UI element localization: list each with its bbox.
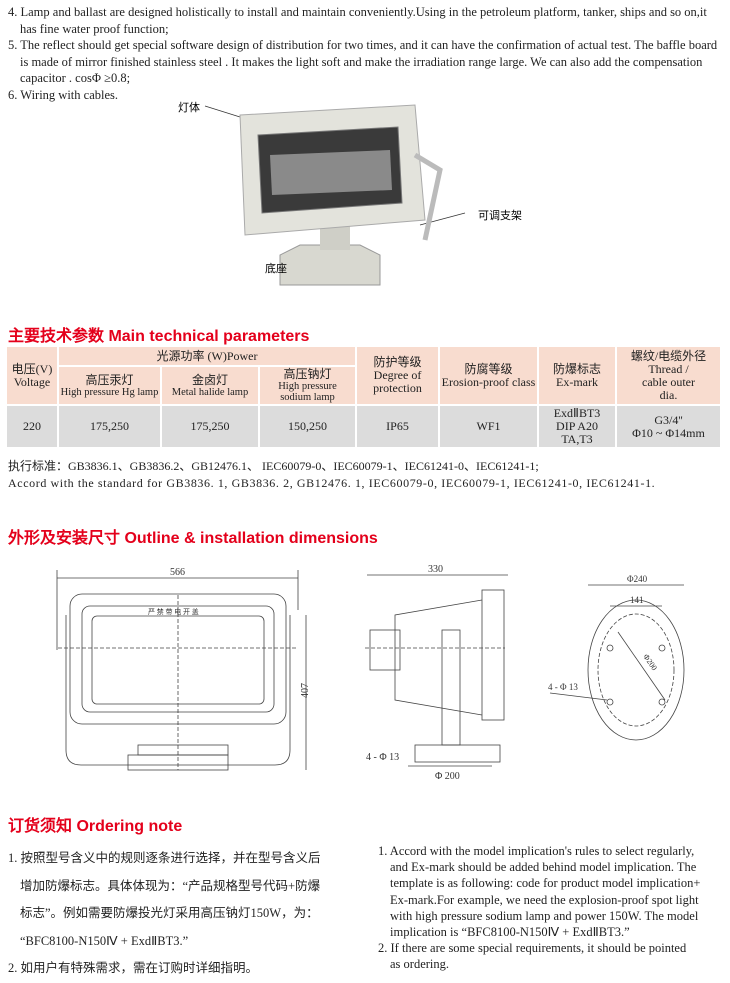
- ordering-en: 1. Accord with the model implication's r…: [378, 843, 700, 973]
- ordering-cn-line: 增加防爆标志。具体体现为：“产品规格型号代码+防爆: [20, 878, 321, 893]
- photo-label-body: 灯体: [178, 100, 200, 114]
- ordering-en-line: 1. Accord with the model implication's r…: [378, 844, 695, 858]
- th-eros-en: Erosion-proof class: [441, 374, 536, 389]
- th-power: 光源功率 (W)Power: [57, 345, 357, 367]
- th-thread-cn: 螺纹/电缆外径: [630, 348, 707, 363]
- side-view: 330 4 - Φ 13 Φ 200: [365, 564, 508, 782]
- params-heading: 主要技术参数 Main technical parameters: [8, 328, 310, 345]
- th-ex-cn: 防爆标志: [552, 361, 601, 376]
- ordering-cn-line: “BFC8100-N150Ⅳ + ExdⅡBT3.”: [20, 933, 189, 948]
- product-photo: 灯体 可调支架 底座: [178, 100, 522, 286]
- feature-list: 4. Lamp and ballast are designed holisti…: [8, 4, 723, 103]
- cover-text: 严 禁 带 电 开 盖: [148, 607, 199, 616]
- cell-thread-2: Φ10 ~ Φ14mm: [632, 425, 705, 440]
- th-mh-en: Metal halide lamp: [171, 386, 249, 398]
- th-prot-cn: 防护等级: [373, 355, 422, 369]
- dim-depth: 330: [428, 564, 443, 575]
- dim-hole-side: 4 - Φ 13: [366, 752, 399, 763]
- dim-height: 407: [300, 683, 311, 698]
- front-view: 566 严 禁 带 电 开 盖 407: [56, 567, 311, 771]
- ordering-cn: 1. 按照型号含义中的规则逐条进行选择，并在型号含义后 增加防爆标志。具体体现为…: [8, 845, 321, 983]
- dim-base-dia: Φ 200: [435, 771, 460, 782]
- cell-na: 150,250: [258, 404, 357, 449]
- th-hg-cn: 高压汞灯: [85, 372, 134, 387]
- th-prot-en: Degree of protection: [373, 368, 422, 395]
- cell-voltage: 220: [5, 404, 59, 449]
- base-plan-view: Φ240 141 Φ200 4 - Φ 13: [548, 574, 685, 741]
- dim-pcd-outer: Φ240: [627, 574, 648, 584]
- outline-drawings: 566 严 禁 带 电 开 盖 407 330 4 - Φ 13 Φ 200 Φ…: [56, 564, 685, 782]
- dim-hole-plan: 4 - Φ 13: [548, 682, 578, 692]
- cell-eros: WF1: [438, 404, 539, 449]
- ordering-cn-line: 2. 如用户有特殊需求，需在订购时详细指明。: [8, 961, 259, 975]
- photo-label-base: 底座: [265, 261, 287, 275]
- ordering-en-line: as ordering.: [390, 957, 450, 972]
- th-mh-cn: 金卤灯: [191, 372, 228, 387]
- ordering-en-line: 2. If there are some special requirement…: [378, 941, 687, 956]
- cell-ex-2: DIP A20 TA,T3: [556, 419, 598, 446]
- outline-heading: 外形及安装尺寸 Outline & installation dimension…: [8, 530, 378, 547]
- ordering-cn-line: 标志”。例如需要防爆投光灯采用高压钠灯150W，为：: [20, 906, 319, 920]
- ordering-en-line: with high pressure sodium lamp and power…: [390, 908, 699, 923]
- ordering-en-line: template is as following: code for produ…: [390, 876, 701, 891]
- table-row: 220 175,250 175,250 150,250 IP65 WF1 Exd…: [5, 404, 722, 449]
- feature-4: 4. Lamp and ballast are designed holisti…: [8, 5, 707, 36]
- ordering-en-line: and Ex-mark should be added behind model…: [390, 860, 697, 875]
- feature-6: 6. Wiring with cables.: [8, 87, 119, 102]
- cell-ex-1: ExdⅡBT3: [553, 406, 601, 420]
- th-thread-en: Thread / cable outer dia.: [642, 361, 695, 402]
- dim-141: 141: [630, 595, 644, 605]
- cell-mh: 175,250: [160, 404, 260, 449]
- standard-cn: 执行标准：GB3836.1、GB3836.2、GB12476.1、 IEC600…: [8, 459, 539, 473]
- ordering-en-line: implication is “BFC8100-N150Ⅳ + ExdⅡBT3.…: [390, 925, 630, 940]
- th-na-cn: 高压钠灯: [283, 367, 332, 381]
- th-voltage-cn: 电压(V): [11, 361, 53, 376]
- cell-prot: IP65: [355, 404, 440, 449]
- dim-width: 566: [170, 567, 185, 578]
- ordering-heading: 订货须知 Ordering note: [8, 818, 183, 835]
- standard-en: Accord with the standard for GB3836. 1, …: [8, 476, 656, 490]
- th-hg-en: High pressure Hg lamp: [60, 386, 159, 398]
- th-voltage-en: Voltage: [13, 374, 51, 389]
- cell-thread-1: G3/4'': [654, 412, 683, 427]
- cell-hg: 175,250: [57, 404, 162, 449]
- th-ex-en: Ex-mark: [556, 374, 598, 389]
- photo-label-bracket: 可调支架: [478, 209, 522, 222]
- ordering-cn-line: 1. 按照型号含义中的规则逐条进行选择，并在型号含义后: [8, 851, 321, 865]
- th-na-en: High pressure sodium lamp: [278, 381, 337, 403]
- feature-5: 5. The reflect should get special softwa…: [8, 38, 718, 85]
- th-eros-cn: 防腐等级: [464, 361, 513, 376]
- ordering-en-line: Ex-mark.For example, we need the explosi…: [390, 892, 699, 907]
